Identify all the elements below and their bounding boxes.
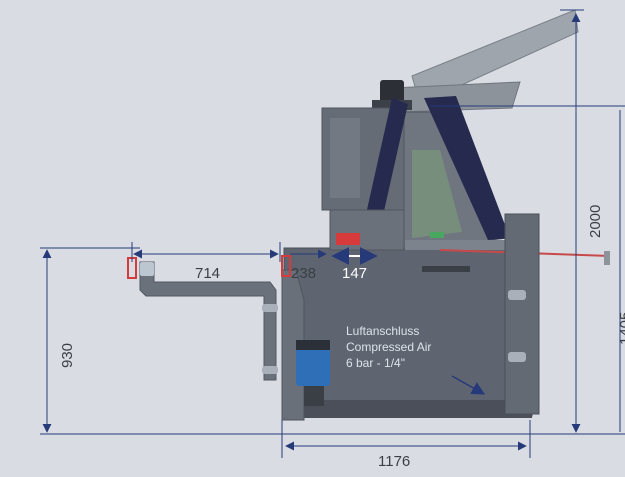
indicator-bar (422, 266, 470, 272)
dim-714-label: 714 (195, 265, 220, 282)
feed-roller-left (140, 262, 154, 276)
blade-belt-left (362, 98, 408, 238)
right-cabinet (504, 213, 540, 415)
dim-1405-label: 1405 (617, 312, 625, 345)
control-bar (405, 240, 505, 250)
dim-2000-label: 2000 (587, 205, 604, 238)
vise-red-clamp (336, 233, 360, 245)
right-pneumatic-2 (508, 352, 526, 362)
feed-table-leg-clip-1 (262, 304, 278, 312)
stop-end (604, 251, 610, 265)
saw-frame-window (412, 150, 462, 238)
annotation-line-1: Luftanschluss (346, 324, 419, 338)
blade-belt-right (424, 96, 510, 240)
machine (127, 9, 611, 421)
top-motor (380, 80, 404, 106)
hydraulic-unit-top (296, 340, 330, 350)
compressed-air-annotation: Luftanschluss Compressed Air 6 bar - 1/4… (346, 324, 431, 370)
compressed-air-arrow (451, 375, 486, 395)
feed-table-leg-clip-2 (262, 366, 278, 374)
dim-238-label: 238 (291, 265, 316, 282)
dim-147-label: 147 (342, 265, 367, 282)
feed-red-marker-right (281, 255, 291, 277)
upper-column-panel (330, 118, 360, 198)
dimension-lines (40, 9, 625, 458)
hydraulic-unit (296, 346, 330, 386)
feed-table-arm (139, 261, 277, 381)
lower-body-shadow (284, 400, 532, 418)
green-indicator (430, 232, 444, 238)
dim-930-label: 930 (59, 343, 76, 368)
dim-1176-label: 1176 (378, 453, 410, 470)
hydraulic-unit-base (304, 386, 324, 406)
right-pneumatic-1 (508, 290, 526, 300)
annotation-line-3: 6 bar - 1/4" (346, 356, 405, 370)
annotation-line-2: Compressed Air (346, 340, 431, 354)
dimension-labels: 714 238 147 1176 930 2000 1405 (59, 205, 625, 470)
